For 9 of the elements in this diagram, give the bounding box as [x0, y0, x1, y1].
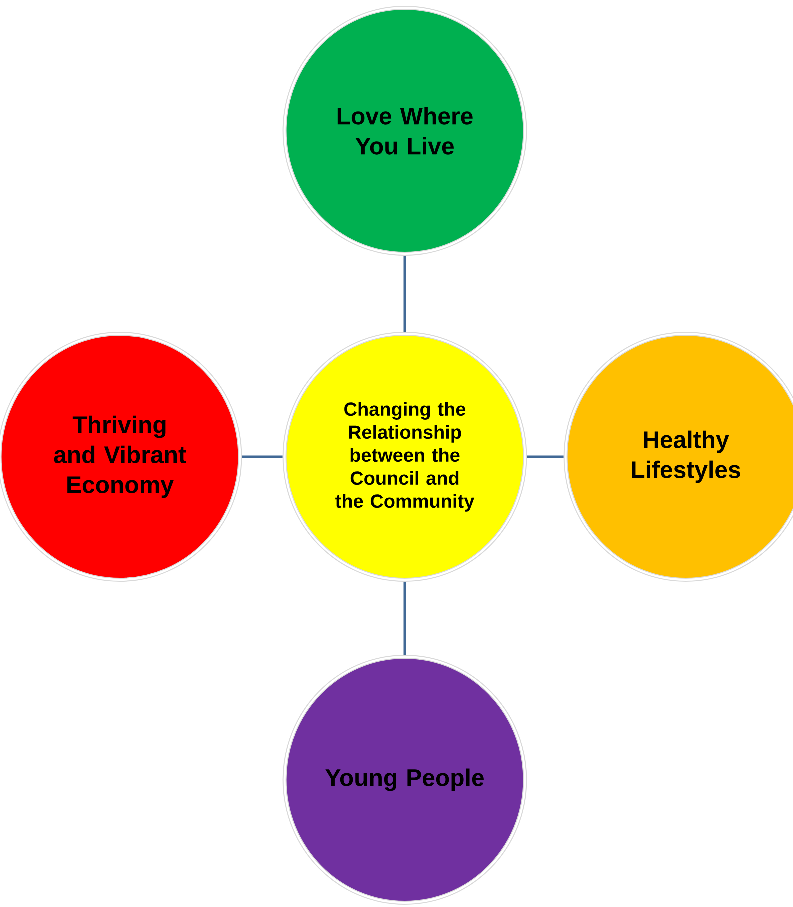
connector-line [404, 582, 406, 655]
connector-line [404, 256, 406, 332]
ellipse-node: Changing the Relationship between the Council and the Community [282, 332, 528, 582]
connector-line [242, 456, 283, 458]
ellipse-node: Thriving and Vibrant Economy [0, 332, 242, 582]
ellipse-node: Love Where You Live [282, 6, 528, 256]
connector-line [527, 456, 564, 458]
ellipse-node: Healthy Lifestyles [564, 332, 793, 582]
ellipse-node: Young People [282, 655, 528, 905]
